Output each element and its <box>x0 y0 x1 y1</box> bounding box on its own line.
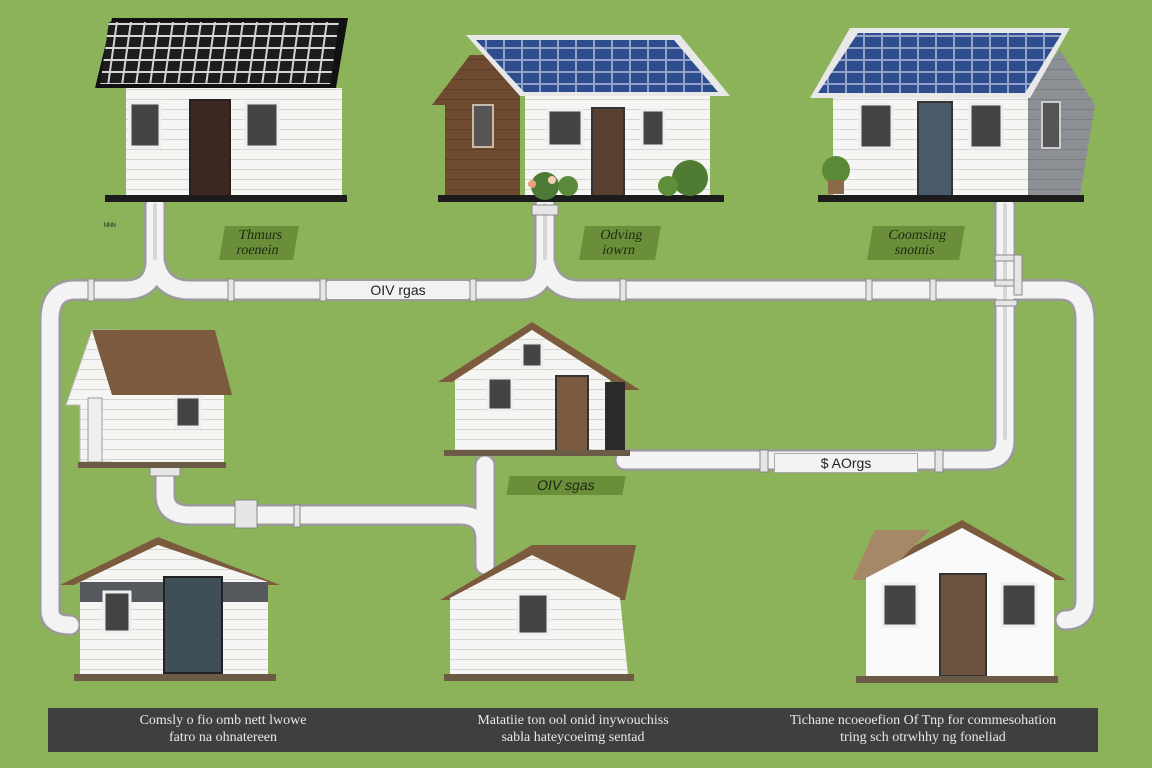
house-bottom-left <box>60 537 280 681</box>
label-odving-line2: iowrn <box>601 243 637 258</box>
pipe-network <box>39 194 1096 636</box>
footer-right-line2: tring sch otrwhhy ng foneliad <box>840 730 1006 745</box>
footer-left-line1: Comsly o fio omb nett lwowe <box>139 713 307 728</box>
footer-right-line1: Tichane ncoeoefion Of Tnp for commesohat… <box>789 713 1057 728</box>
house-top-left <box>95 18 348 202</box>
footer-caption-middle: Matatiie ton ool onid inywouchiss sabla … <box>398 708 748 752</box>
label-mid-green: OIV sgas <box>506 476 626 495</box>
pipe-couplings <box>87 204 1023 529</box>
house-top-right <box>810 28 1095 202</box>
footer-left-line2: fatro na ohnatereen <box>168 730 278 745</box>
footer-caption-right: Tichane ncoeoefion Of Tnp for commesohat… <box>748 708 1098 752</box>
pipe-label-top: OIV rgas <box>328 281 468 299</box>
house-bottom-middle <box>440 545 636 681</box>
footer-middle-line2: sabla hateycoeimg sentad <box>501 730 645 745</box>
label-thmurs: Thmurs roenein <box>219 226 299 260</box>
label-coomsing-line2: snotnis <box>893 243 936 258</box>
house-bottom-right <box>852 520 1066 683</box>
house-middle-left <box>65 329 232 468</box>
label-thmurs-line1: Thmurs <box>237 228 284 243</box>
label-odving-line1: Odving <box>599 228 644 243</box>
footer-middle-line1: Matatiie ton ool onid inywouchiss <box>477 713 669 728</box>
footer-caption-left: Comsly o fio omb nett lwowe fatro na ohn… <box>48 708 398 752</box>
house-center <box>438 322 640 456</box>
footer-caption-bar: Comsly o fio omb nett lwowe fatro na ohn… <box>48 708 1098 752</box>
house-top-middle <box>432 35 730 202</box>
label-thmurs-line2: roenein <box>235 243 280 258</box>
label-odving: Odving iowrn <box>579 226 661 260</box>
pipe-label-mid-right: $ AOrgs <box>774 453 918 473</box>
label-coomsing: Coomsing snotnis <box>867 226 965 260</box>
tag-small: ᴺᴺᴺ <box>104 221 116 231</box>
label-coomsing-line1: Coomsing <box>887 228 948 243</box>
